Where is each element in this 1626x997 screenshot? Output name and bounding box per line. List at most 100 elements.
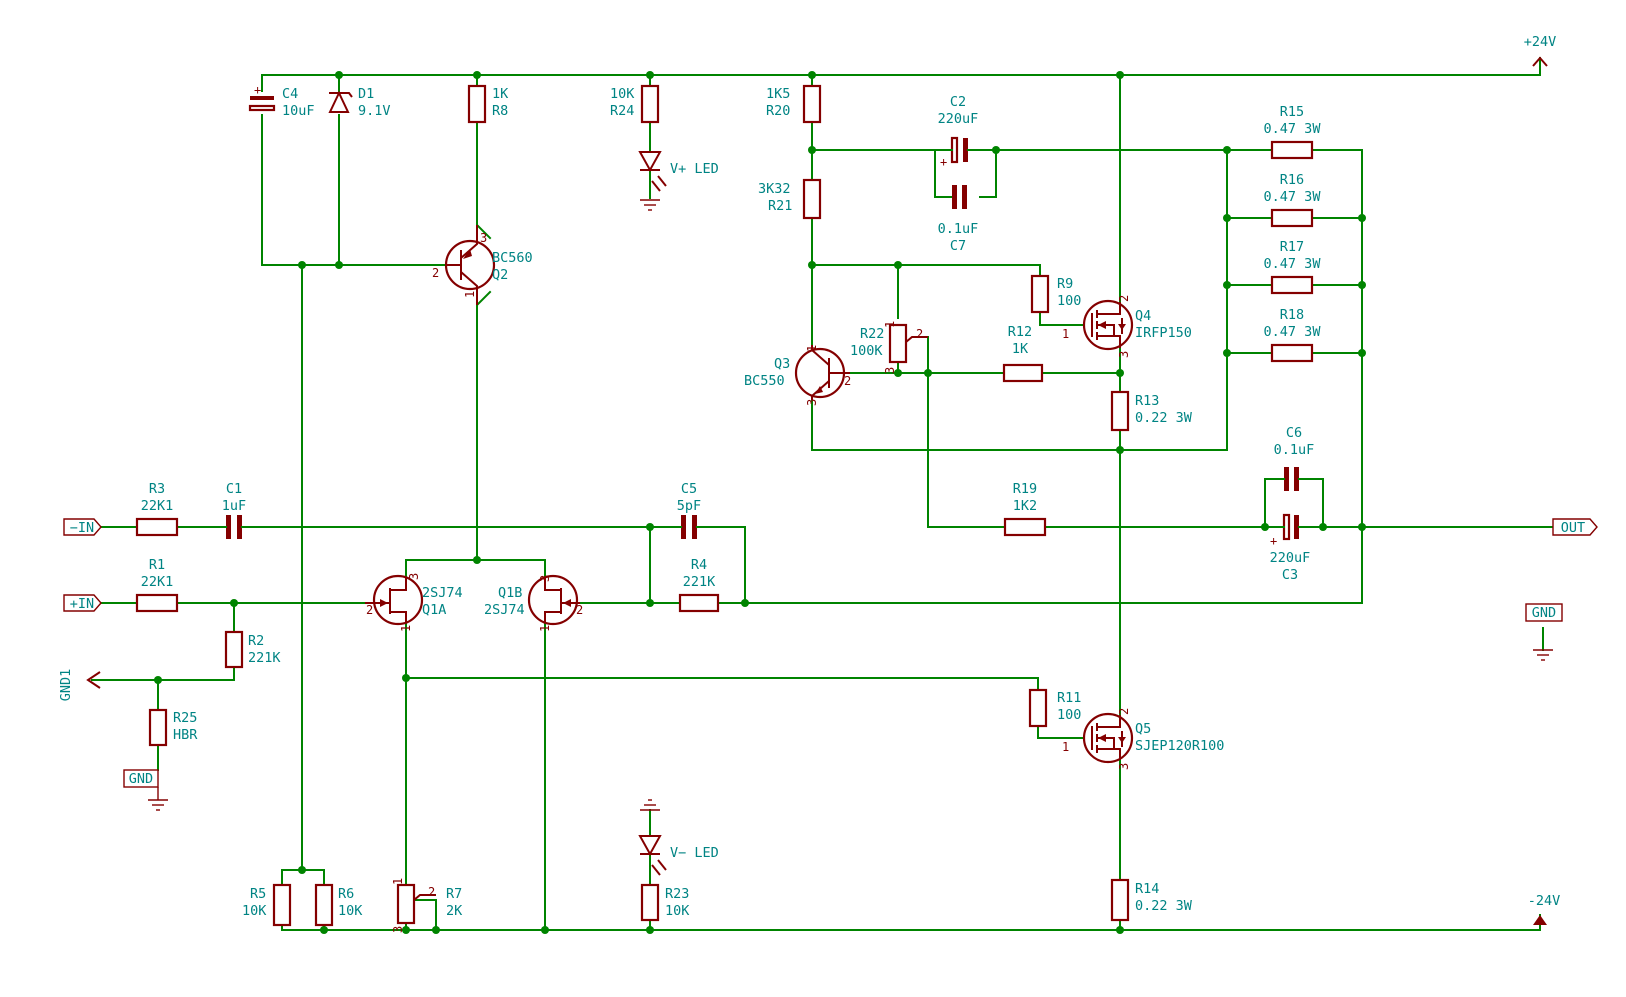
resistor-r5[interactable]: R5 10K (242, 883, 292, 927)
q1a-ref: Q1A (422, 602, 446, 618)
r6-value: 10K (338, 903, 363, 919)
q4-pin3: 3 (1117, 351, 1131, 358)
resistor-r4[interactable]: R4 221K (678, 557, 720, 613)
mosfet-q5[interactable]: 1 2 3 Q5 SJEP120R100 (1062, 708, 1224, 770)
resistor-r8[interactable]: 1K R8 (467, 84, 509, 124)
junction (1358, 523, 1366, 531)
capacitor-c4[interactable]: + C4 10uF (248, 83, 315, 119)
resistor-r11[interactable]: R11 100 (1028, 688, 1081, 728)
c3-polarity: + (1270, 534, 1277, 548)
transistor-q2[interactable]: 3 2 1 BC560 Q2 (432, 225, 533, 305)
mosfet-q4[interactable]: 1 2 3 Q4 IRFP150 (1062, 295, 1192, 358)
r20-value: 1K5 (766, 86, 790, 102)
junction (473, 71, 481, 79)
q3-value: BC550 (744, 373, 785, 389)
port-in-plus[interactable]: +IN (63, 594, 102, 612)
q1a-value: 2SJ74 (422, 585, 463, 601)
junction (1319, 523, 1327, 531)
port-in-plus-label: +IN (70, 596, 94, 612)
junction (1223, 214, 1231, 222)
capacitor-c5[interactable]: C5 5pF (675, 481, 705, 539)
resistor-r17[interactable]: R17 0.47 3W (1264, 239, 1322, 295)
r11-value: 100 (1057, 707, 1081, 723)
port-out[interactable]: OUT (1552, 518, 1598, 536)
port-in-minus-label: −IN (70, 520, 94, 536)
resistor-r18[interactable]: R18 0.47 3W (1264, 307, 1322, 363)
led-v-plus[interactable]: V+ LED (638, 151, 719, 211)
r9-ref: R9 (1057, 276, 1073, 292)
resistor-r9[interactable]: R9 100 (1030, 274, 1081, 314)
c4-ref: C4 (282, 86, 298, 102)
capacitor-c6[interactable]: C6 0.1uF (1274, 425, 1315, 491)
wires (91, 57, 1566, 931)
c5-value: 5pF (677, 498, 701, 514)
led-v-minus[interactable]: V− LED (638, 799, 719, 876)
r15-ref: R15 (1280, 104, 1304, 120)
junction (1223, 146, 1231, 154)
resistor-r1[interactable]: R1 22K1 (135, 557, 179, 613)
resistor-r12[interactable]: R12 1K (1002, 324, 1044, 383)
q5-pin1: 1 (1062, 740, 1069, 754)
resistor-r20[interactable]: 1K5 R20 (766, 84, 822, 124)
transistor-q3[interactable]: 1 2 3 Q3 BC550 (744, 345, 851, 406)
r9-value: 100 (1057, 293, 1081, 309)
junction (992, 146, 1000, 154)
r2-ref: R2 (248, 633, 264, 649)
junction (432, 926, 440, 934)
r8-ref: R8 (492, 103, 508, 119)
resistor-r15[interactable]: R15 0.47 3W (1264, 104, 1322, 160)
q3-pin1: 1 (805, 345, 819, 352)
port-out-label: OUT (1561, 520, 1585, 536)
potentiometer-r22[interactable]: 1 2 3 R22 100K (850, 321, 928, 374)
c1-ref: C1 (226, 481, 242, 497)
resistor-r3[interactable]: R3 22K1 (135, 481, 179, 537)
resistor-r16[interactable]: R16 0.47 3W (1264, 172, 1322, 228)
r12-value: 1K (1012, 341, 1029, 357)
resistor-r23[interactable]: R23 10K (640, 883, 690, 922)
r16-ref: R16 (1280, 172, 1304, 188)
port-gnd-r25[interactable]: GND (123, 769, 168, 811)
capacitor-c2[interactable]: + C2 220uF (934, 94, 981, 169)
potentiometer-r7[interactable]: 1 2 3 R7 2K (391, 878, 463, 933)
junctions (154, 71, 1366, 934)
capacitor-c3[interactable]: + 220uF C3 (1264, 513, 1311, 583)
q1b-ref: Q1B (498, 585, 522, 601)
q4-ref: Q4 (1135, 308, 1151, 324)
resistor-r19[interactable]: R19 1K2 (1003, 481, 1047, 537)
resistor-r2[interactable]: R2 221K (224, 630, 281, 669)
junction (335, 71, 343, 79)
jfet-q1a[interactable]: 2 3 1 2SJ74 Q1A (365, 573, 463, 632)
r7-value: 2K (446, 903, 463, 919)
r23-value: 10K (665, 903, 690, 919)
junction (473, 556, 481, 564)
resistor-r14[interactable]: R14 0.22 3W (1110, 878, 1193, 922)
port-gnd-r25-label: GND (129, 771, 153, 787)
capacitor-c1[interactable]: C1 1uF (219, 481, 249, 539)
junction (808, 146, 816, 154)
capacitor-c7[interactable]: 0.1uF C7 (938, 185, 979, 254)
resistor-r25[interactable]: R25 HBR (148, 708, 198, 747)
port-gnd1[interactable]: GND1 (58, 669, 101, 702)
junction (894, 369, 902, 377)
junction (1358, 281, 1366, 289)
r7-ref: R7 (446, 886, 462, 902)
q5-pin3: 3 (1117, 763, 1131, 770)
resistor-r13[interactable]: R13 0.22 3W (1110, 390, 1193, 432)
zener-d1[interactable]: D1 9.1V (328, 86, 391, 119)
port-in-minus[interactable]: −IN (63, 518, 102, 536)
resistor-r21[interactable]: 3K32 R21 (758, 178, 822, 220)
r22-pin1: 1 (883, 321, 897, 328)
resistor-r24[interactable]: 10K R24 (610, 84, 660, 124)
led-v-minus-label: V− LED (670, 845, 719, 861)
junction (402, 674, 410, 682)
jfet-q1b[interactable]: 2 3 1 Q1B 2SJ74 (484, 575, 583, 632)
c4-value: 10uF (282, 103, 315, 119)
c7-value: 0.1uF (938, 221, 979, 237)
port-gnd[interactable]: GND (1525, 603, 1563, 661)
c3-value: 220uF (1270, 550, 1311, 566)
resistor-r6[interactable]: R6 10K (314, 883, 363, 927)
r12-ref: R12 (1008, 324, 1032, 340)
r6-ref: R6 (338, 886, 354, 902)
c6-value: 0.1uF (1274, 442, 1315, 458)
